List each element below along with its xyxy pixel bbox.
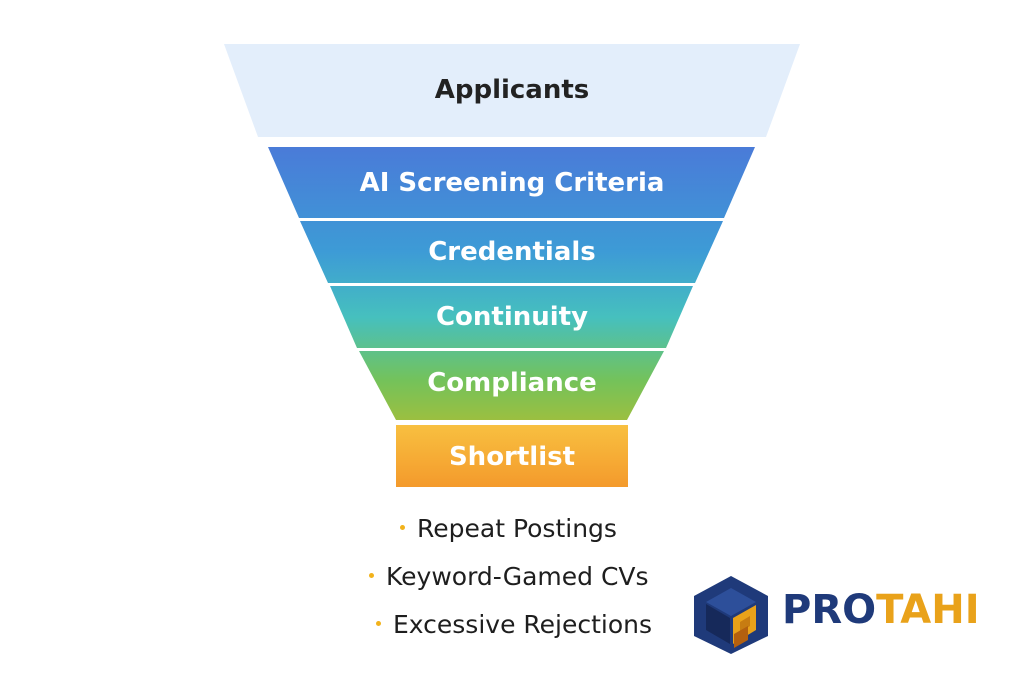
bullet-dot-icon <box>400 524 405 530</box>
stage-continuity-label: Continuity <box>435 302 589 332</box>
bullet-item: Repeat Postings <box>400 516 617 541</box>
stage-compliance-shape <box>359 351 664 420</box>
stage-ai-screening-shape <box>268 147 755 218</box>
bullet-label: Keyword-Gamed CVs <box>386 562 649 591</box>
logo-cube-icon <box>694 576 768 654</box>
stage-credentials-shape <box>300 221 723 283</box>
stage-credentials-label: Credentials <box>428 237 596 267</box>
stage-shortlist-shape <box>396 425 628 487</box>
logo-text-pro: PRO <box>782 587 877 633</box>
stage-continuity-shape <box>330 286 693 348</box>
bullet-item: Keyword-Gamed CVs <box>369 564 649 589</box>
bullet-label: Repeat Postings <box>417 514 617 543</box>
stage-ai-screening-label: AI Screening Criteria <box>359 168 665 198</box>
bullet-dot-icon <box>369 572 374 578</box>
bullet-label: Excessive Rejections <box>393 610 653 639</box>
bullet-dot-icon <box>376 620 381 626</box>
stage-applicants-shape <box>224 44 800 137</box>
stage-applicants-label: Applicants <box>434 75 590 105</box>
protahi-logo: PROTAHI <box>690 570 1010 660</box>
stage-shortlist-label: Shortlist <box>448 442 576 472</box>
logo-wordmark: PROTAHI <box>782 590 980 630</box>
logo-text-tahi: TAHI <box>876 587 980 633</box>
bullet-item: Excessive Rejections <box>376 612 652 637</box>
stage-compliance-label: Compliance <box>427 368 597 398</box>
